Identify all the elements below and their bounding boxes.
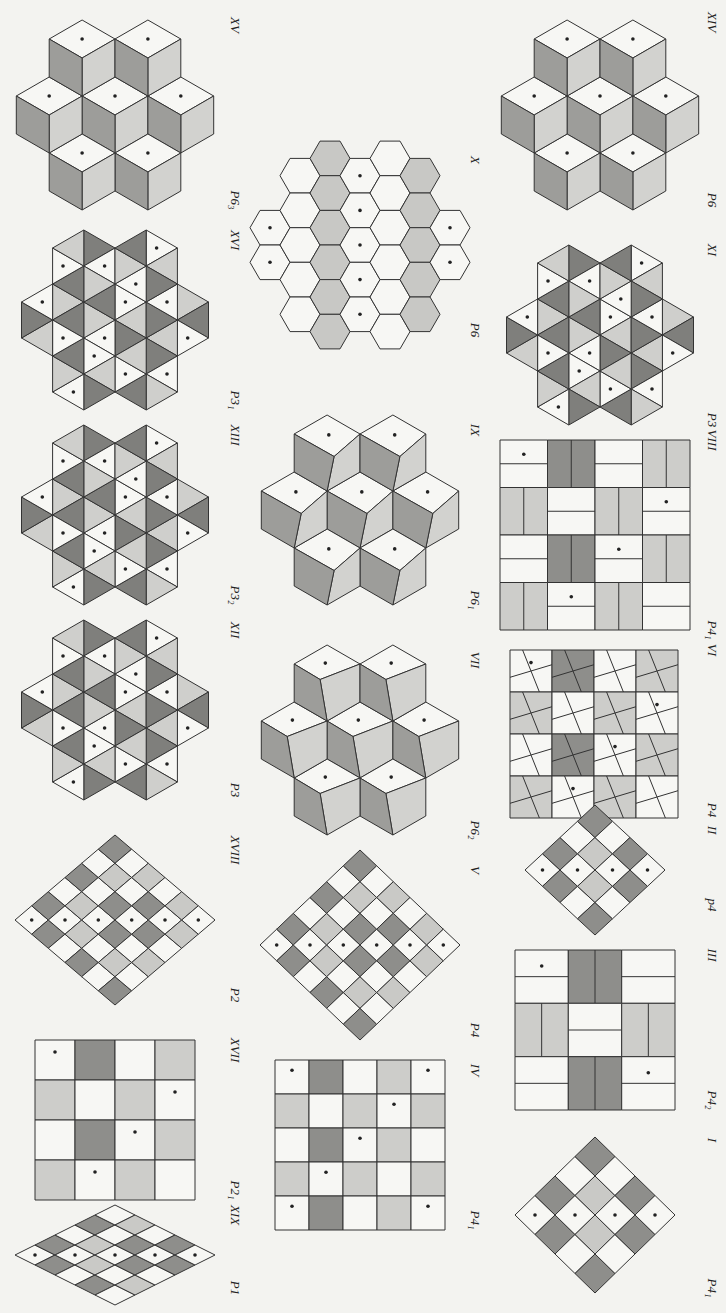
group-symbol: P4₁ [469, 1211, 482, 1230]
figure-numeral: XVI [229, 230, 242, 250]
figure-numeral: VI [706, 644, 719, 656]
group-symbol: P4₁ [706, 621, 719, 640]
group-symbol: P3₂ [229, 586, 242, 605]
group-symbol: P4₂ [706, 1091, 719, 1110]
group-symbol: P2₁ [229, 1181, 242, 1200]
group-symbol: P3₁ [229, 391, 242, 410]
group-symbol: P2 [229, 988, 242, 1002]
figure-numeral: VIII [706, 430, 719, 451]
figure-numeral: V [469, 866, 482, 874]
group-symbol: P3 [706, 413, 719, 427]
figure-numeral: X [469, 156, 482, 164]
group-symbol: P4 [706, 803, 719, 817]
figure-numeral: XIII [229, 425, 242, 446]
group-symbol: P4₁ [706, 1279, 719, 1298]
figure-numeral: IX [469, 424, 482, 436]
figure-numeral: II [706, 826, 719, 835]
figure-numeral: III [706, 949, 719, 962]
group-symbol: P6₃ [229, 191, 242, 210]
figure-numeral: I [706, 1138, 719, 1142]
figure-numeral: XVII [229, 1038, 242, 1063]
group-symbol: P6₂ [469, 821, 482, 840]
figure-numeral: VII [469, 652, 482, 669]
figure-numeral: XII [229, 622, 242, 639]
figure-numeral: XIX [229, 1205, 242, 1225]
group-symbol: P1 [229, 1281, 242, 1295]
group-symbol: P6₁ [469, 591, 482, 610]
group-symbol: P3 [229, 783, 242, 797]
figure-numeral: XI [706, 244, 719, 256]
group-symbol: P6 [706, 193, 719, 207]
figure-numeral: XV [229, 17, 242, 33]
group-symbol: P6 [469, 323, 482, 337]
figure-numeral: XIV [706, 12, 719, 32]
group-symbol: P4 [469, 1023, 482, 1037]
figure-numeral: XVIII [229, 836, 242, 865]
group-symbol: p4 [706, 899, 719, 912]
figure-numeral: IV [469, 1064, 482, 1076]
